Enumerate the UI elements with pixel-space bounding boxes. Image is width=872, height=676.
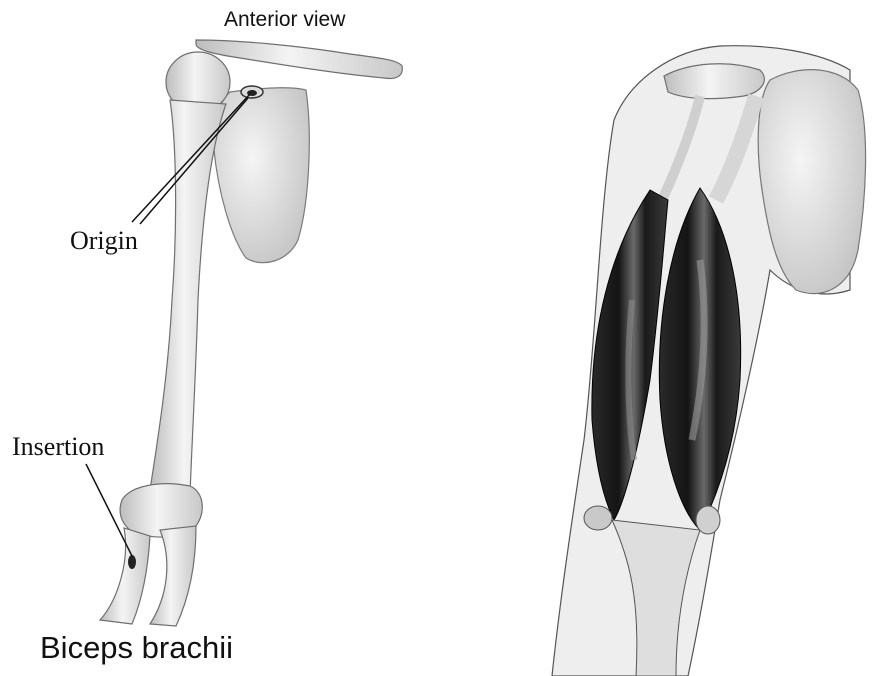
ulna bbox=[150, 526, 196, 626]
lateral-epicondyle bbox=[696, 506, 720, 534]
origin-label: Origin bbox=[70, 226, 138, 256]
right-muscle-figure bbox=[552, 46, 866, 676]
medial-epicondyle bbox=[584, 506, 612, 530]
scapula bbox=[214, 88, 309, 263]
view-label: Anterior view bbox=[224, 8, 345, 32]
acromion bbox=[664, 64, 764, 99]
insertion-label: Insertion bbox=[12, 432, 104, 462]
muscle-name-label: Biceps brachii bbox=[40, 630, 233, 666]
radial-tuberosity bbox=[128, 555, 136, 569]
left-skeleton bbox=[86, 40, 402, 626]
